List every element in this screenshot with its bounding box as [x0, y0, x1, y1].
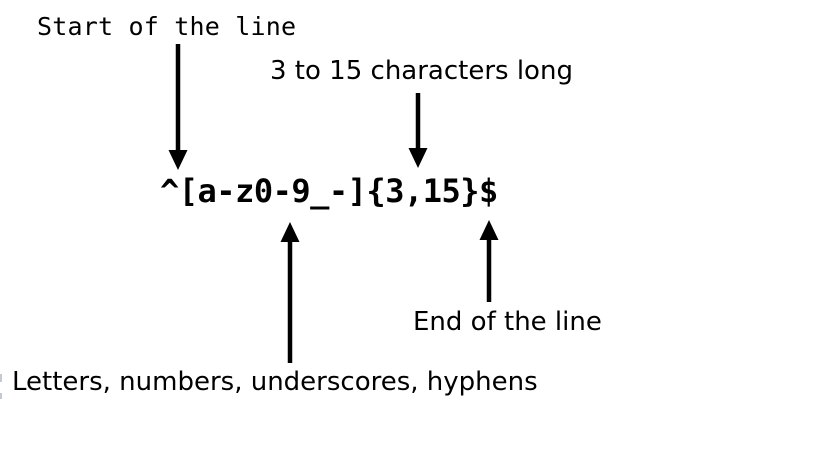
- left-edge-artifact: [0, 374, 2, 382]
- arrow-start-of-line: [168, 44, 188, 170]
- left-edge-artifact: [0, 393, 2, 399]
- arrow-charset: [280, 222, 300, 363]
- arrow-length: [408, 93, 428, 168]
- regex-pattern-text: ^[a-z0-9_-]{3,15}$: [160, 172, 498, 210]
- charset-label: Letters, numbers, underscores, hyphens: [12, 367, 538, 397]
- arrow-end-of-line: [479, 220, 499, 302]
- end-of-line-label: End of the line: [413, 307, 602, 337]
- start-of-line-label: Start of the line: [37, 12, 297, 41]
- length-label: 3 to 15 characters long: [270, 56, 573, 86]
